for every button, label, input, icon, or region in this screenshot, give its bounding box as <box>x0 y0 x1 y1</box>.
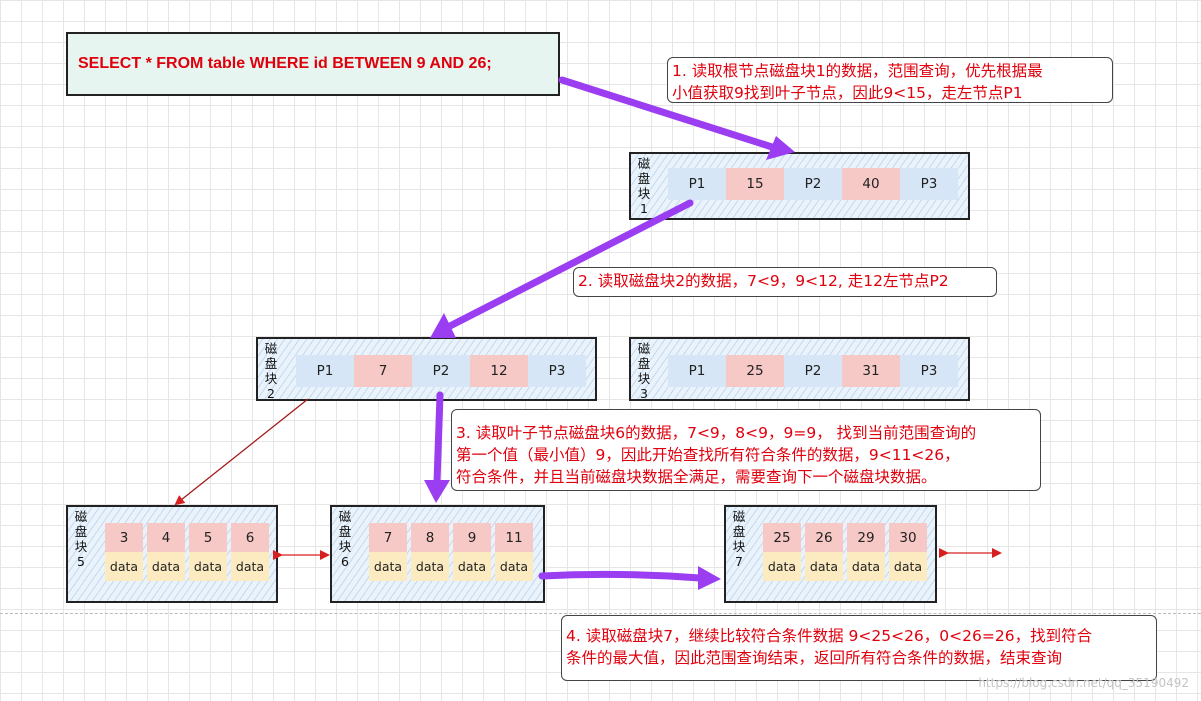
disk-block-2-pointer-p3: P3 <box>528 355 586 387</box>
arrow-block-1-to-block-2 <box>430 199 694 338</box>
disk-block-2-key-12: 12 <box>470 355 528 387</box>
disk-block-7-key: 25 <box>763 523 801 552</box>
disk-block-7-key: 29 <box>847 523 885 552</box>
disk-block-5-key: 6 <box>231 523 269 552</box>
note-step-3-line-2: 第一个值（最小值）9，因此开始查找所有符合条件的数据，9<11<26， <box>456 446 960 464</box>
disk-block-5-data: data <box>105 552 143 581</box>
disk-block-2-key-7: 7 <box>354 355 412 387</box>
sql-query-box: SELECT * FROM table WHERE id BETWEEN 9 A… <box>66 32 560 96</box>
note-step-2-text: 2. 读取磁盘块2的数据，7<9，9<12, 走12左节点P2 <box>578 272 949 290</box>
disk-block-6-key: 11 <box>495 523 533 552</box>
arrow-sql-to-block-1 <box>558 76 795 160</box>
note-step-1-line-1: 1. 读取根节点磁盘块1的数据，范围查询，优先根据最 <box>672 62 1043 80</box>
note-step-2: 2. 读取磁盘块2的数据，7<9，9<12, 走12左节点P2 <box>573 267 997 297</box>
disk-block-3-pointer-p2: P2 <box>784 355 842 387</box>
note-step-3: 3. 读取叶子节点磁盘块6的数据，7<9，8<9，9=9， 找到当前范围查询的 … <box>451 409 1041 491</box>
disk-block-6-data: data <box>411 552 449 581</box>
note-step-3-line-3: 符合条件，并且当前磁盘块数据全满足，需要查询下一个磁盘块数据。 <box>456 468 937 486</box>
note-step-3-line-1: 3. 读取叶子节点磁盘块6的数据，7<9，8<9，9=9， 找到当前范围查询的 <box>456 424 977 442</box>
disk-block-1-key-15: 15 <box>726 168 784 200</box>
note-step-1: 1. 读取根节点磁盘块1的数据，范围查询，优先根据最 小值获取9找到叶子节点，因… <box>667 57 1113 103</box>
disk-block-6-data: data <box>453 552 491 581</box>
note-step-1-line-2: 小值获取9找到叶子节点，因此9<15，走左节点P1 <box>672 84 1023 102</box>
disk-block-3-key-31: 31 <box>842 355 900 387</box>
disk-block-6-key: 8 <box>411 523 449 552</box>
note-step-4-line-2: 条件的最大值，因此范围查询结束，返回所有符合条件的数据，结束查询 <box>566 649 1063 667</box>
disk-block-3-pointer-p3: P3 <box>900 355 958 387</box>
disk-block-3-pointer-p1: P1 <box>668 355 726 387</box>
disk-block-7-data: data <box>805 552 843 581</box>
note-step-4-line-1: 4. 读取磁盘块7，继续比较符合条件数据 9<25<26，0<26=26，找到符… <box>566 627 1093 645</box>
disk-block-3-key-25: 25 <box>726 355 784 387</box>
disk-block-5-key: 5 <box>189 523 227 552</box>
disk-block-7-data: data <box>889 552 927 581</box>
disk-block-1-pointer-p2: P2 <box>784 168 842 200</box>
disk-block-6-data: data <box>369 552 407 581</box>
disk-block-1-pointer-p1: P1 <box>668 168 726 200</box>
disk-block-6-key: 7 <box>369 523 407 552</box>
disk-block-6-key: 9 <box>453 523 491 552</box>
arrow-block-6-to-block-7 <box>538 566 721 590</box>
disk-block-5-data: data <box>147 552 185 581</box>
disk-block-5-data: data <box>189 552 227 581</box>
arrow-block-2-to-block-5 <box>174 398 309 506</box>
disk-block-1-key-40: 40 <box>842 168 900 200</box>
disk-block-5-data: data <box>231 552 269 581</box>
arrow-block-2-to-block-6 <box>424 391 450 503</box>
disk-block-7-key: 30 <box>889 523 927 552</box>
page-divider <box>0 613 1201 614</box>
disk-block-1-pointer-p3: P3 <box>900 168 958 200</box>
disk-block-2-pointer-p2: P2 <box>412 355 470 387</box>
sql-query-text: SELECT * FROM table WHERE id BETWEEN 9 A… <box>78 55 492 72</box>
disk-block-2-pointer-p1: P1 <box>296 355 354 387</box>
disk-block-7-key: 26 <box>805 523 843 552</box>
disk-block-7-data: data <box>847 552 885 581</box>
watermark: https://blog.csdn.net/qq_35190492 <box>978 676 1189 690</box>
disk-block-5-key: 3 <box>105 523 143 552</box>
disk-block-5-key: 4 <box>147 523 185 552</box>
note-step-4: 4. 读取磁盘块7，继续比较符合条件数据 9<25<26，0<26=26，找到符… <box>561 615 1157 681</box>
disk-block-6-data: data <box>495 552 533 581</box>
disk-block-7-data: data <box>763 552 801 581</box>
